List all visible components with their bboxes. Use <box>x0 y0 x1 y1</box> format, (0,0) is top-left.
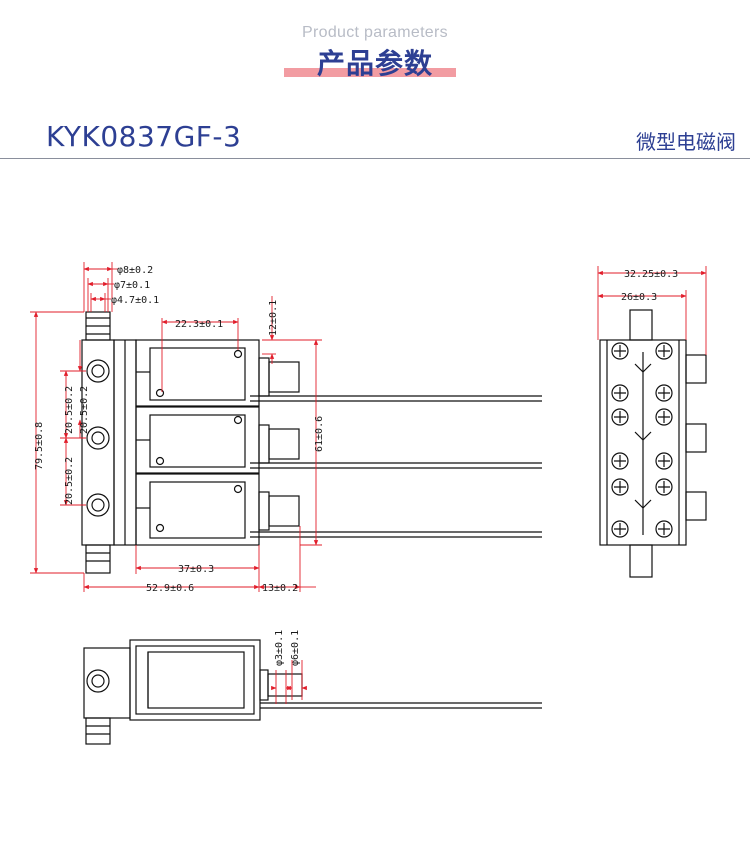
header-subtitle-en: Product parameters <box>302 24 448 41</box>
top-view-labels: 32.25±0.3 26±0.3 <box>621 269 678 303</box>
top-view-top-fitting <box>629 309 653 341</box>
top-view-bottom-fitting <box>629 544 653 578</box>
header-divider <box>0 158 750 159</box>
port-circles <box>86 359 110 517</box>
front-view <box>81 311 542 574</box>
header-title-cn: 产品参数 <box>316 47 433 80</box>
dim-label-22-3: 22.3±0.1 <box>175 319 223 330</box>
top-view-dimensions <box>597 266 707 355</box>
header-title-block: 产品参数 <box>0 42 750 82</box>
bottom-fitting <box>85 544 111 574</box>
side-view-plunger <box>259 669 269 701</box>
dim-label-37: 37±0.3 <box>178 564 214 575</box>
dim-label-pitch-c: 20.5±0.2 <box>64 457 75 505</box>
side-view-labels: φ3±0.1 φ6±0.1 <box>274 630 301 666</box>
dim-label-plunger-3: φ3±0.1 <box>274 630 285 666</box>
dim-label-26: 26±0.3 <box>621 292 657 303</box>
dim-label-d-outer: φ8±0.2 <box>117 265 153 276</box>
side-view-block <box>83 647 131 719</box>
screw-heads <box>611 342 673 538</box>
top-view <box>599 309 707 578</box>
lead-wires <box>250 395 542 538</box>
product-type: 微型电磁阀 <box>636 130 736 154</box>
side-view <box>83 639 542 745</box>
plungers <box>258 357 300 531</box>
front-dimensions <box>30 262 322 592</box>
valve-bodies <box>135 339 260 546</box>
dim-label-d-inner: φ4.7±0.1 <box>111 295 159 306</box>
side-view-dimensions <box>271 660 307 704</box>
front-dimension-labels: φ8±0.2 φ7±0.1 φ4.7±0.1 22.3±0.1 12±0.1 7… <box>34 265 325 594</box>
dim-label-pitch-a: 20.5±0.2 <box>64 386 75 434</box>
dim-label-52-9: 52.9±0.6 <box>146 583 194 594</box>
dim-label-13: 13±0.2 <box>262 583 298 594</box>
dim-label-d-mid: φ7±0.1 <box>114 280 150 291</box>
dim-label-plunger-6: φ6±0.1 <box>290 630 301 666</box>
dim-label-79-5: 79.5±0.8 <box>34 422 45 470</box>
dim-label-61: 61±0.6 <box>314 416 325 452</box>
dim-label-12: 12±0.1 <box>268 300 279 336</box>
title-highlight-bar <box>284 68 456 77</box>
product-model: KYK0837GF-3 <box>46 120 242 153</box>
dim-label-32-25: 32.25±0.3 <box>624 269 678 280</box>
dim-label-pitch-b: 20.5±0.2 <box>79 386 90 434</box>
